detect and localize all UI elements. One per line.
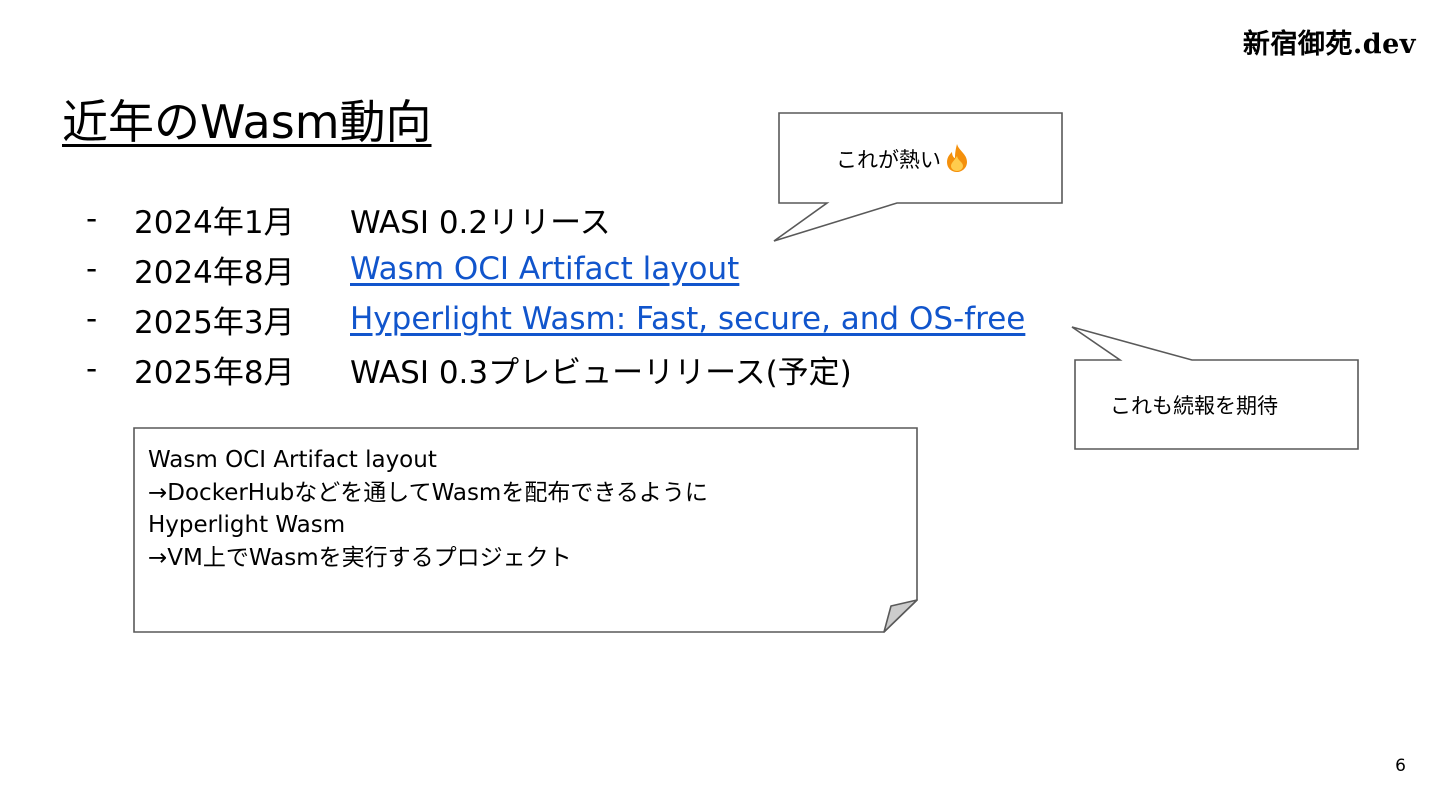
timeline-date: 2024年8月 [134,254,295,291]
expect-callout: これも続報を期待 [1110,390,1278,420]
bullet-dash: - [86,201,98,237]
wasm-oci-artifact-link[interactable]: Wasm OCI Artifact layout [350,251,740,287]
expect-callout-text: これも続報を期待 [1110,394,1278,418]
expect-callout-bubble [1071,326,1359,450]
hyperlight-wasm-link[interactable]: Hyperlight Wasm: Fast, secure, and OS-fr… [350,301,1026,337]
timeline-date: 2025年8月 [134,354,295,391]
timeline-date: 2024年1月 [134,204,295,241]
page-number: 6 [1395,756,1406,776]
hot-callout-bubble [773,112,1063,242]
note-text: Wasm OCI Artifact layout →DockerHubなどを通し… [148,444,708,574]
timeline-date: 2025年3月 [134,304,295,341]
bullet-dash: - [86,351,98,387]
bullet-dash: - [86,301,98,337]
timeline-text: WASI 0.2リリース [350,204,611,241]
timeline-item: - 2025年8月 WASI 0.3プレビューリリース(予定) [86,344,1025,394]
note-line: Wasm OCI Artifact layout [148,447,437,473]
fire-emoji-icon [944,143,970,173]
timeline-item: - 2025年3月 Hyperlight Wasm: Fast, secure,… [86,294,1025,344]
timeline-list: - 2024年1月 WASI 0.2リリース - 2024年8月 Wasm OC… [86,194,1025,394]
note-line: Hyperlight Wasm [148,512,346,538]
timeline-item: - 2024年8月 Wasm OCI Artifact layout [86,244,1025,294]
hot-callout-text: これが熱い [836,148,941,172]
bullet-dash: - [86,251,98,287]
note-line: →VM上でWasmを実行するプロジェクト [148,544,572,571]
timeline-item: - 2024年1月 WASI 0.2リリース [86,194,1025,244]
note-line: →DockerHubなどを通してWasmを配布できるように [148,479,708,506]
hot-callout: これが熱い [836,143,970,174]
timeline-text: WASI 0.3プレビューリリース(予定) [350,354,852,391]
note-fold [883,599,918,633]
slide-title: 近年のWasm動向 [62,95,432,149]
brand-logo: 新宿御苑.dev [1242,29,1416,60]
